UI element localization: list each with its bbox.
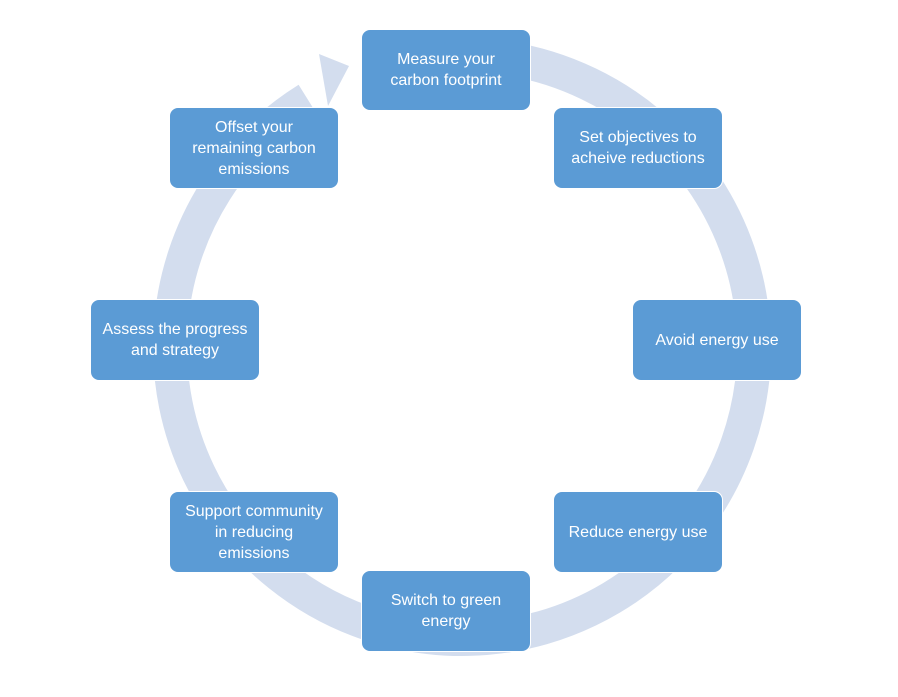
step-support-community: Support community in reducing emissions bbox=[169, 491, 339, 573]
step-avoid-energy-use: Avoid energy use bbox=[632, 299, 802, 381]
cycle-arrowhead bbox=[319, 54, 349, 106]
step-switch-to-green-energy: Switch to green energy bbox=[361, 570, 531, 652]
step-offset-emissions: Offset your remaining carbon emissions bbox=[169, 107, 339, 189]
step-assess-progress: Assess the progress and strategy bbox=[90, 299, 260, 381]
step-set-objectives: Set objectives to acheive reductions bbox=[553, 107, 723, 189]
step-reduce-energy-use: Reduce energy use bbox=[553, 491, 723, 573]
step-measure-carbon-footprint: Measure your carbon footprint bbox=[361, 29, 531, 111]
